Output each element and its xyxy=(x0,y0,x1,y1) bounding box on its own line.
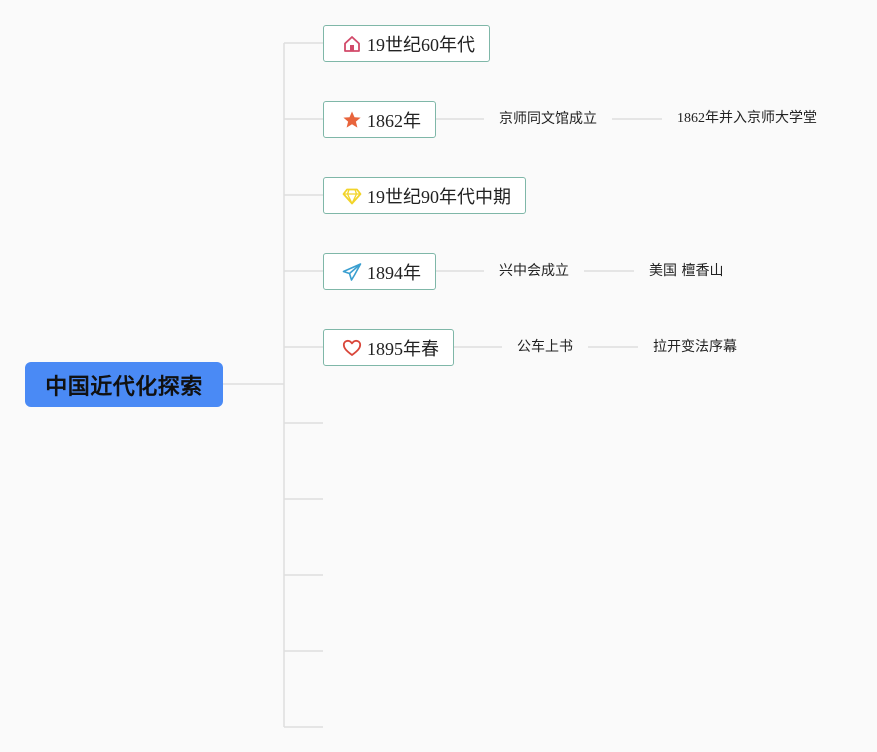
heart-icon xyxy=(342,338,362,358)
subtopic-xingzhonghui[interactable]: 兴中会成立 xyxy=(499,263,569,279)
paper-plane-icon xyxy=(342,262,362,282)
subtopic-merged-into-jingshi[interactable]: 1862年并入京师大学堂 xyxy=(677,111,817,126)
topic-19th-century-90s[interactable]: 19世纪90年代中期 xyxy=(323,177,526,214)
diamond-icon xyxy=(342,186,362,206)
subtopic-honolulu[interactable]: 美国 檀香山 xyxy=(649,263,724,279)
topic-1894[interactable]: 1894年 xyxy=(323,253,436,290)
root-topic[interactable]: 中国近代化探索 xyxy=(25,362,223,407)
topic-label: 19世纪90年代中期 xyxy=(367,186,511,207)
topic-label: 19世纪60年代 xyxy=(367,34,475,55)
star-icon xyxy=(342,110,362,130)
topic-1895-spring[interactable]: 1895年春 xyxy=(323,329,454,366)
house-icon xyxy=(342,34,362,54)
subtopic-reform-prelude[interactable]: 拉开变法序幕 xyxy=(653,339,737,355)
topic-1862[interactable]: 1862年 xyxy=(323,101,436,138)
subtopic-tongwenguan[interactable]: 京师同文馆成立 xyxy=(499,111,597,127)
topic-label: 1862年 xyxy=(367,110,421,131)
topic-label: 1895年春 xyxy=(367,338,439,359)
topic-19th-century-60s[interactable]: 19世纪60年代 xyxy=(323,25,490,62)
root-topic-label: 中国近代化探索 xyxy=(45,374,203,400)
topic-label: 1894年 xyxy=(367,262,421,283)
subtopic-gongche-shangshu[interactable]: 公车上书 xyxy=(517,339,573,355)
